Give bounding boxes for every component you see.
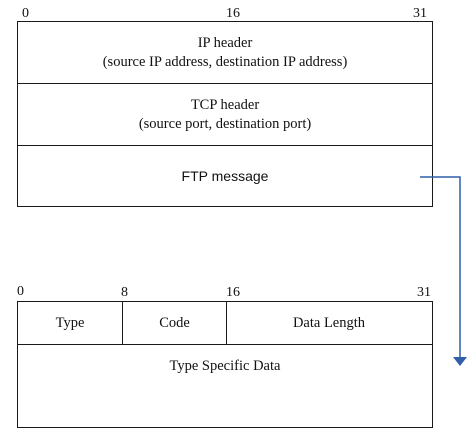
encapsulation-stack: IP header (source IP address, destinatio… <box>17 21 433 207</box>
tcp-header-title: TCP header <box>190 96 260 113</box>
ip-header-row: IP header (source IP address, destinatio… <box>18 22 432 83</box>
bit-label-16: 16 <box>226 6 240 21</box>
ip-header-subtitle: (source IP address, destination IP addre… <box>102 53 348 70</box>
ftp-message-row: FTP message <box>18 145 432 205</box>
arrow-head-icon <box>453 357 467 366</box>
data-length-field: Data Length <box>226 302 431 344</box>
bit-label-0: 0 <box>17 284 24 299</box>
code-field: Code <box>122 302 226 344</box>
ftp-message-title: FTP message <box>181 167 269 184</box>
connector-line <box>420 176 461 360</box>
bit-label-8: 8 <box>121 285 128 300</box>
ftp-message-format: Type Code Data Length Type Specific Data <box>17 301 433 428</box>
bit-label-31: 31 <box>413 6 427 21</box>
tcp-header-subtitle: (source port, destination port) <box>138 115 312 132</box>
type-specific-data-row: Type Specific Data <box>18 344 432 426</box>
tcp-header-row: TCP header (source port, destination por… <box>18 83 432 145</box>
type-specific-data-label: Type Specific Data <box>169 358 281 374</box>
bit-label-0: 0 <box>22 6 29 21</box>
bit-label-31: 31 <box>417 285 431 300</box>
bit-label-16: 16 <box>226 285 240 300</box>
type-field: Type <box>55 314 85 331</box>
header-fields-row: Type Code Data Length <box>18 302 432 344</box>
ip-header-title: IP header <box>197 34 253 51</box>
